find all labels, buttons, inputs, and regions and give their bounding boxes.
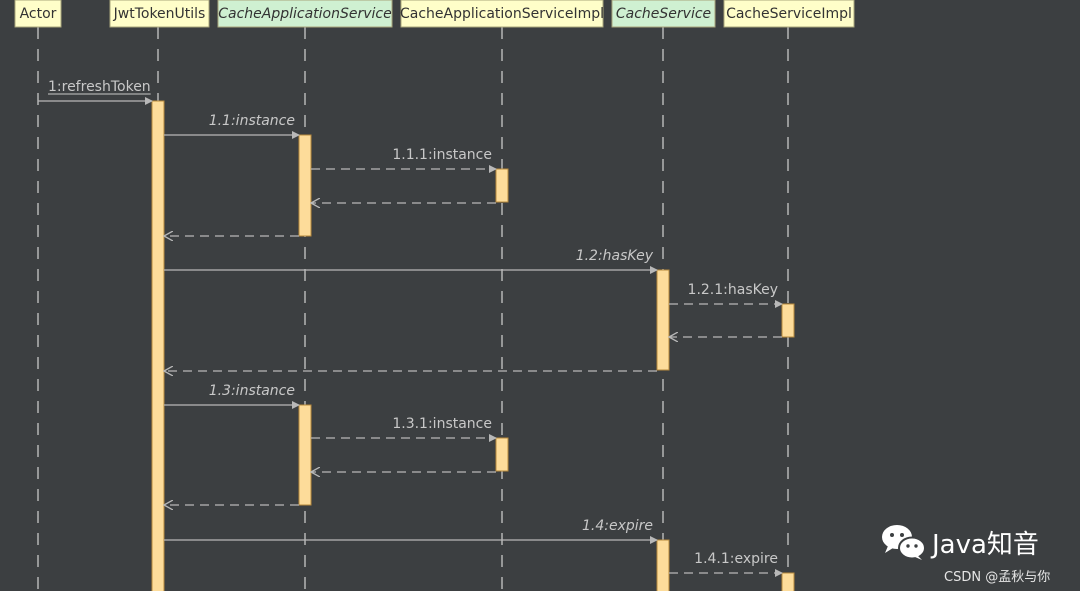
activation-bar-8 — [781, 572, 795, 591]
watermark-title: Java知音 — [932, 529, 1039, 560]
participant-box-2[interactable]: CacheApplicationService — [217, 0, 393, 28]
activation-bar-3 — [656, 269, 670, 371]
message-0: 1:refreshToken — [38, 79, 153, 105]
message-9: 1.3:instance — [164, 383, 300, 409]
message-13: 1.4:expire — [164, 518, 658, 544]
participant-box-4[interactable]: CacheService — [611, 0, 716, 28]
participant-label-4: CacheService — [616, 6, 711, 22]
message-label-1: 1.1:instance — [209, 113, 295, 129]
participant-label-5: CacheServiceImpl — [726, 6, 852, 22]
watermark-subtitle: CSDN @孟秋与你 — [944, 570, 1051, 585]
message-1: 1.1:instance — [164, 113, 300, 139]
activation-bar-6 — [495, 437, 509, 472]
participant-box-5[interactable]: CacheServiceImpl — [723, 0, 855, 28]
message-label-6: 1.2.1:hasKey — [688, 282, 778, 298]
message-2: 1.1.1:instance — [311, 147, 497, 173]
wechat-icon — [882, 525, 926, 560]
watermark: Java知音 — [880, 523, 1039, 561]
participant-box-3[interactable]: CacheApplicationServiceImpl — [400, 0, 604, 28]
activation-bar-7 — [656, 539, 670, 591]
activation-bar-1 — [298, 134, 312, 237]
activation-bar-2 — [495, 168, 509, 203]
participant-label-3: CacheApplicationServiceImpl — [400, 6, 604, 22]
participant-box-0[interactable]: Actor — [14, 0, 62, 28]
message-6: 1.2.1:hasKey — [669, 282, 783, 308]
message-label-9: 1.3:instance — [209, 383, 295, 399]
participant-label-2: CacheApplicationService — [218, 6, 392, 22]
participant-box-1[interactable]: JwtTokenUtils — [109, 0, 210, 28]
message-label-10: 1.3.1:instance — [392, 416, 492, 432]
participant-label-1: JwtTokenUtils — [113, 6, 206, 22]
message-label-13: 1.4:expire — [582, 518, 653, 534]
message-label-2: 1.1.1:instance — [392, 147, 492, 163]
activation-bar-5 — [298, 404, 312, 506]
message-14: 1.4.1:expire — [669, 551, 783, 577]
participant-label-0: Actor — [20, 6, 57, 22]
message-5: 1.2:hasKey — [164, 248, 658, 274]
message-label-0: 1:refreshToken — [48, 79, 151, 95]
activation-bar-0 — [151, 100, 165, 591]
message-10: 1.3.1:instance — [311, 416, 497, 442]
message-label-14: 1.4.1:expire — [694, 551, 778, 567]
message-label-5: 1.2:hasKey — [576, 248, 654, 264]
activation-bar-4 — [781, 303, 795, 338]
